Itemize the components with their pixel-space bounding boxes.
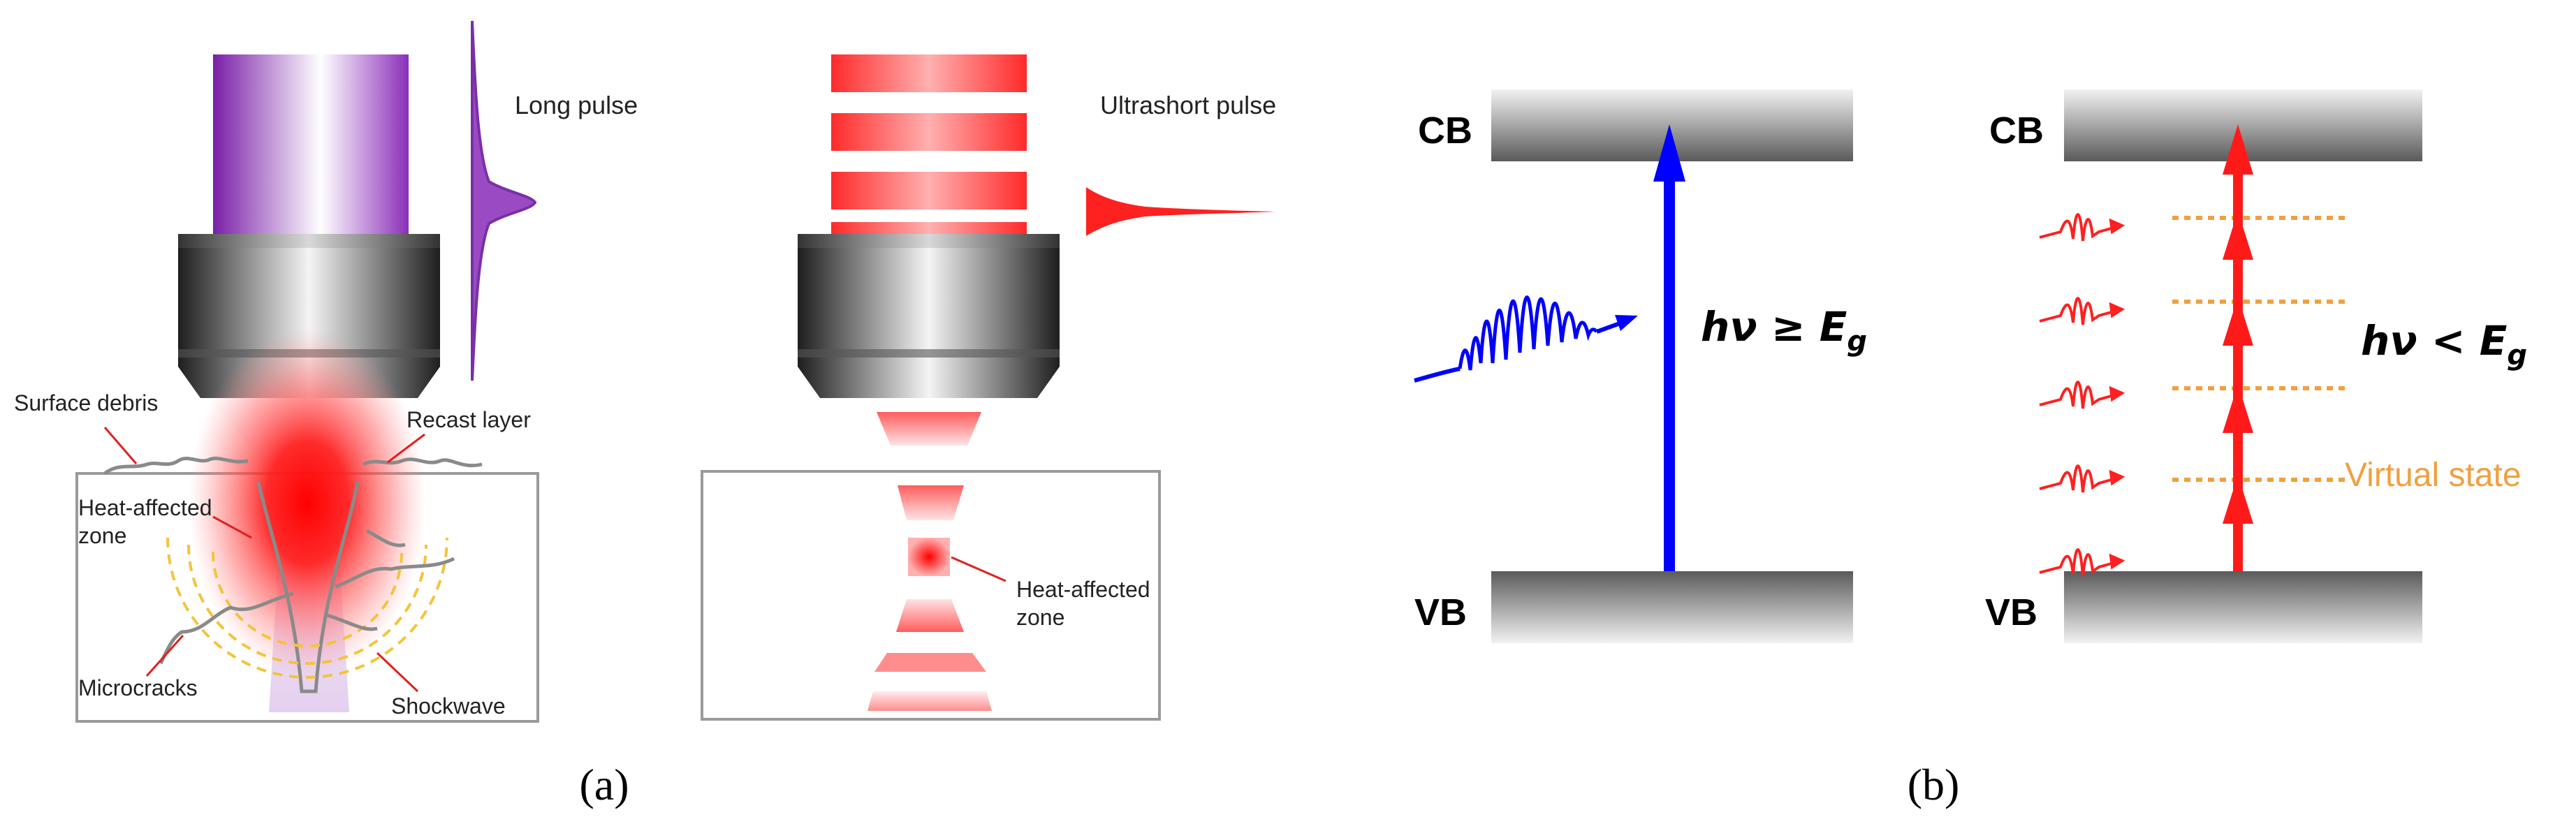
ultrashort-pulse-title: Ultrashort pulse (1100, 91, 1276, 119)
heat-affected-zone-label-line1: Heat-affected (78, 495, 212, 520)
objective-lens-2 (798, 234, 1060, 398)
microcracks-label: Microcracks (78, 675, 198, 700)
ultrashort-pulse-diagram: Ultrashort pulse Heat-affected zone (701, 54, 1276, 721)
heat-affected-zone-label-2-line1: Heat-affected (1016, 577, 1150, 602)
sub-bandgap-photons (2039, 213, 2125, 577)
excitation-arrow-head (1653, 124, 1685, 182)
crater (256, 481, 360, 693)
long-pulse-diagram: Long pulse S (14, 20, 638, 723)
photon-wave (1414, 295, 1638, 383)
single-photon-diagram: CB VB hν ≥ Eg (1414, 89, 1867, 643)
microcracks (159, 529, 455, 665)
focus-segment-5 (868, 691, 992, 711)
ultrashort-sample (701, 412, 1161, 721)
caption-a: (a) (579, 760, 629, 809)
valence-band-2 (2064, 571, 2422, 643)
eq-main-1: hν ≥ E (1701, 303, 1847, 351)
multi-photon-diagram: CB VB Virtual state (1985, 89, 2527, 643)
surface-debris-label: Surface debris (14, 390, 158, 416)
focus-segment-3 (896, 599, 964, 632)
multi-photon-equation: hν < Eg (2361, 317, 2527, 372)
heat-affected-zone-glow (189, 328, 426, 677)
long-pulse-profile (471, 20, 537, 381)
objective-lens (178, 234, 440, 398)
shockwave-rings (166, 537, 448, 679)
focus-segment-2 (898, 485, 964, 520)
recast-layer-leader (387, 433, 425, 464)
heat-affected-zone-label-line2: zone (78, 523, 126, 548)
focus-spot (908, 538, 950, 576)
vb-label: VB (1414, 591, 1467, 633)
surface-debris-line (103, 456, 483, 476)
heat-affected-zone-leader (212, 515, 252, 539)
long-pulse-sample (75, 328, 539, 723)
heat-affected-zone-leader-2 (951, 556, 1007, 582)
purple-beam (213, 54, 409, 235)
single-photon-equation: hν ≥ Eg (1701, 303, 1867, 358)
virtual-state-lines (2172, 216, 2347, 482)
cb-label: CB (1418, 110, 1472, 152)
sample-block-2 (701, 470, 1161, 721)
virtual-state-label: Virtual state (2345, 457, 2522, 494)
cb-label-2: CB (1989, 110, 2044, 152)
surface-debris-leader (103, 427, 138, 464)
focus-segment-4 (874, 653, 986, 672)
recast-layer-label: Recast layer (407, 407, 531, 432)
ultrashort-labels: Heat-affected zone (951, 556, 1150, 630)
heat-affected-zone-label-2-line2: zone (1016, 605, 1064, 630)
vb-label-2: VB (1985, 591, 2037, 633)
eq-sub-1: g (1847, 325, 1867, 358)
focus-segment-1 (877, 412, 981, 446)
ultrashort-pulse-profile (1086, 187, 1275, 236)
pulse-train (831, 54, 1027, 235)
eq-main-2: hν < E (2361, 317, 2507, 365)
caption-b: (b) (1908, 760, 1960, 809)
shockwave-leader (376, 652, 419, 693)
microcracks-leader (145, 634, 184, 677)
long-pulse-title: Long pulse (515, 91, 638, 119)
eq-sub-2: g (2507, 339, 2527, 372)
shockwave-label: Shockwave (391, 693, 506, 719)
valence-band (1491, 571, 1853, 643)
long-pulse-labels: Surface debris Recast layer Heat-affecte… (14, 390, 531, 719)
multiphoton-arrow (2223, 124, 2253, 571)
